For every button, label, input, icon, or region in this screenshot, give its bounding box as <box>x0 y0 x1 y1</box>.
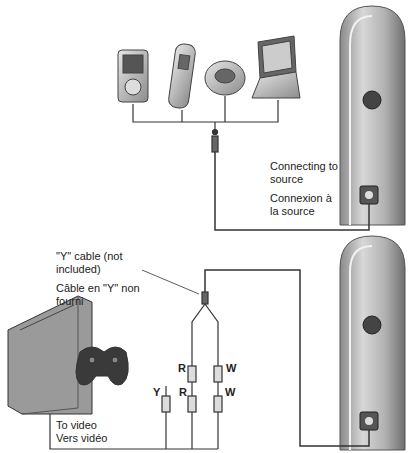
caption-text: Vers vidéo <box>56 432 136 445</box>
speaker <box>340 6 405 225</box>
caption-text: Connexion à la source <box>270 192 338 218</box>
connector-letter: Y <box>153 386 160 399</box>
speaker <box>340 236 405 450</box>
caption-text: "Y" cable (not included) <box>56 250 142 276</box>
y-cable <box>142 270 369 446</box>
connector-letter: R <box>178 362 186 375</box>
caption-text: Câble en "Y" non fourni <box>56 282 142 308</box>
caption-text: To video <box>56 419 136 432</box>
caption-text: Connecting to source <box>270 160 338 186</box>
source-cable <box>133 96 369 230</box>
av-cable <box>50 382 222 449</box>
connector-letter: W <box>225 386 235 399</box>
game-console <box>8 296 128 414</box>
connector-letter: R <box>179 386 187 399</box>
connector-letter: W <box>226 362 236 375</box>
audio-sources <box>118 36 300 109</box>
